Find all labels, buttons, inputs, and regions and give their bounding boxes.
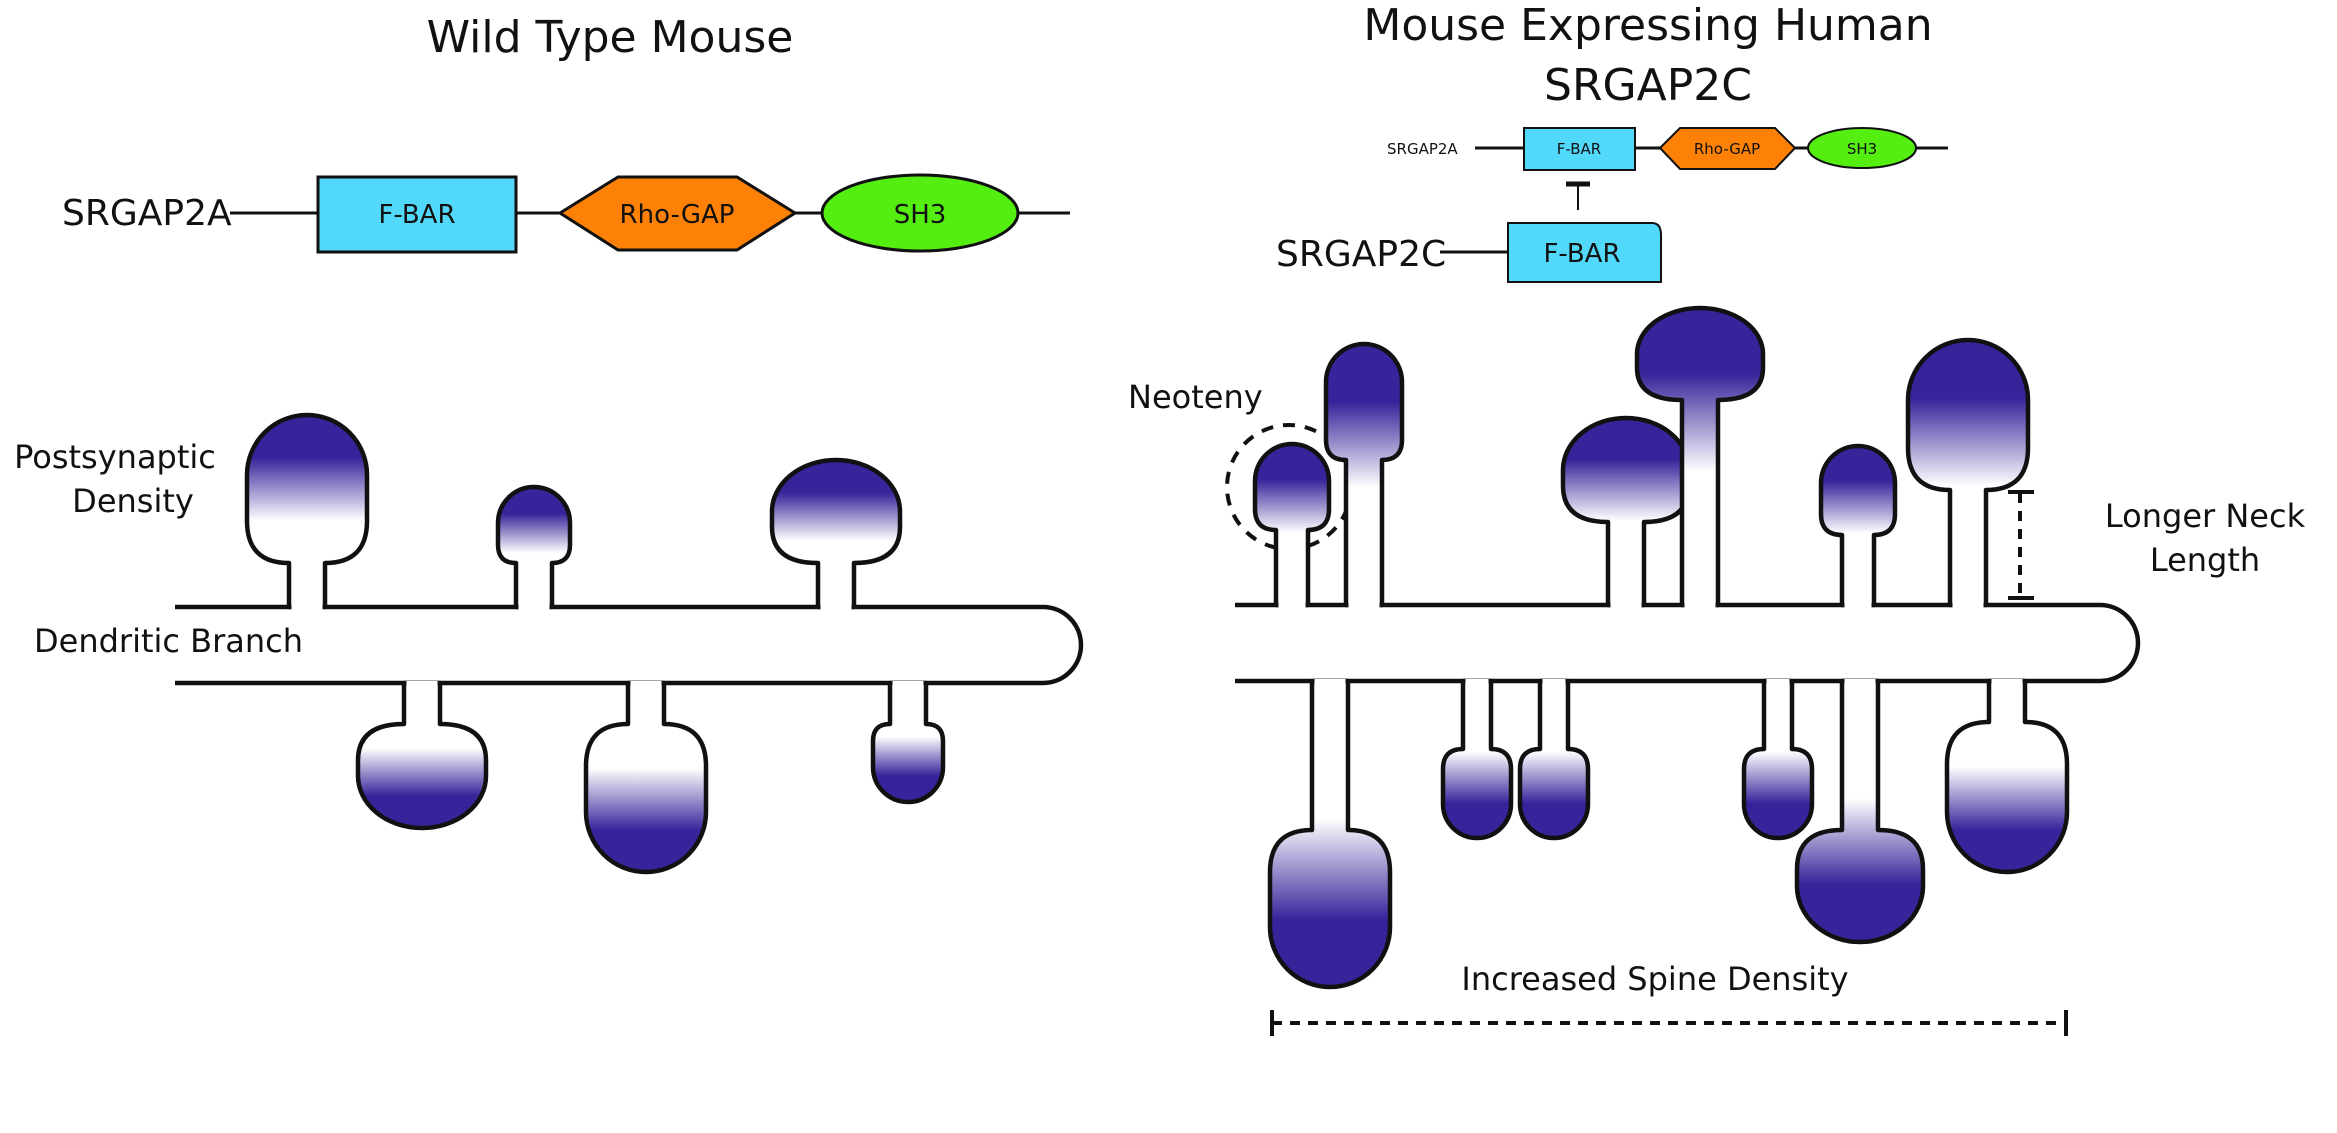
sh3-label: SH3	[1847, 140, 1877, 158]
spine-neck-opening	[406, 681, 438, 689]
spine-neck-opening	[1991, 679, 2023, 687]
spine-neck-opening	[1766, 679, 1790, 687]
left-panel: Wild Type Mouse SRGAP2A F-BAR Rho-GAP SH…	[14, 12, 1084, 875]
wt-dendritic-branch	[175, 604, 1084, 686]
spine-neck-opening	[820, 603, 852, 611]
dendritic-spine	[1818, 443, 1898, 608]
spine-neck-opening	[1844, 601, 1872, 609]
gene-label-srgap2c: SRGAP2C	[1276, 234, 1446, 275]
spine-neck-opening	[630, 681, 662, 689]
dendritic-spine	[355, 680, 489, 831]
neck-label-line1: Longer Neck	[2105, 497, 2306, 535]
dendritic-spine	[870, 680, 946, 805]
dendritic-spine	[1267, 678, 1393, 990]
rhogap-label: Rho-GAP	[620, 200, 735, 230]
dendritic-spine	[1634, 305, 1766, 608]
humanized-dendritic-branch	[1235, 602, 2141, 684]
dendritic-spine	[244, 412, 370, 610]
spine-neck-opening	[1314, 679, 1346, 687]
humanized-spines	[1252, 305, 2070, 990]
gene-label-srgap2a: SRGAP2A	[62, 193, 232, 234]
inhibition-arrow	[1566, 181, 1590, 210]
fbar-domain	[1523, 127, 1636, 171]
wt-spines	[244, 412, 946, 875]
dendritic-spine	[1905, 337, 2031, 608]
fbar-label: F-BAR	[1557, 140, 1601, 158]
fbar-truncated-domain	[1507, 222, 1662, 283]
dendritic-spine	[583, 680, 709, 875]
right-title-line1: Mouse Expressing Human	[1363, 0, 1932, 51]
spine-neck-opening	[1684, 601, 1716, 609]
neoteny-label: Neoteny	[1128, 378, 1263, 416]
dendritic-spine	[495, 484, 573, 610]
spine-neck-opening	[291, 603, 323, 611]
dendritic-spine	[1323, 341, 1405, 608]
spine-neck-opening	[1952, 601, 1984, 609]
branch-label: Dendritic Branch	[34, 622, 303, 660]
neck-label-line2: Length	[2150, 541, 2260, 579]
density-span-marker	[1270, 1010, 2068, 1036]
spine-neck-opening	[1542, 679, 1566, 687]
sh3-label: SH3	[894, 200, 947, 230]
dendritic-spine	[1517, 678, 1591, 841]
spine-neck-opening	[1465, 679, 1489, 687]
right-panel: Mouse Expressing Human SRGAP2C SRGAP2A F…	[1128, 0, 2306, 1036]
dendritic-spine	[1440, 678, 1514, 841]
fbar-label: F-BAR	[1543, 239, 1620, 269]
psd-label-line1: Postsynaptic	[14, 438, 216, 476]
dendritic-spine	[1944, 678, 2070, 875]
srgap2a-gene-humanized: SRGAP2A F-BAR Rho-GAP SH3	[1387, 127, 1948, 171]
fbar-label: F-BAR	[378, 200, 455, 230]
dendritic-spine	[1560, 415, 1692, 608]
gene-label-srgap2a-small: SRGAP2A	[1387, 140, 1458, 158]
left-title: Wild Type Mouse	[427, 12, 794, 63]
spine-neck-opening	[518, 603, 550, 611]
dendritic-spine	[1794, 678, 1926, 945]
dendritic-spine	[769, 457, 903, 610]
srgap2c-gene: SRGAP2C F-BAR	[1276, 222, 1662, 283]
srgap2a-gene-wt: SRGAP2A F-BAR Rho-GAP SH3	[62, 173, 1070, 254]
spine-neck-opening	[892, 681, 924, 689]
spine-neck-opening	[1610, 601, 1642, 609]
psd-label-line2: Density	[72, 482, 194, 520]
spine-neck-opening	[1348, 601, 1380, 609]
right-title-line2: SRGAP2C	[1544, 60, 1752, 111]
rhogap-label: Rho-GAP	[1694, 140, 1760, 158]
spine-neck-opening	[1278, 601, 1306, 609]
density-label: Increased Spine Density	[1461, 960, 1848, 998]
dendritic-spine	[1252, 441, 1332, 608]
neck-length-marker	[2008, 490, 2034, 600]
dendritic-spine	[1741, 678, 1815, 841]
spine-neck-opening	[1844, 679, 1876, 687]
